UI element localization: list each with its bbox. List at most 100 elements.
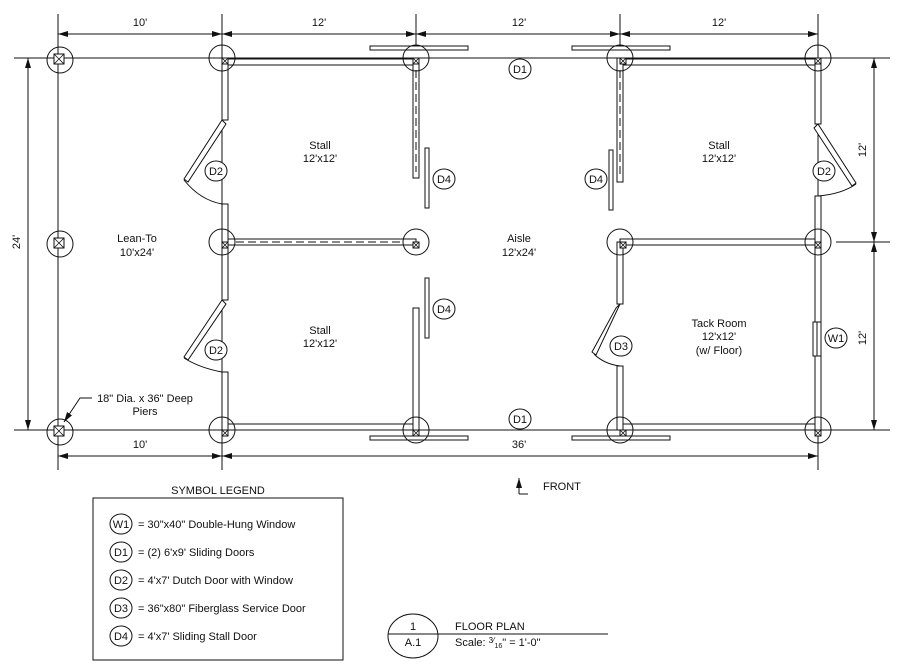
front-label: FRONT (543, 481, 581, 493)
legend-text: = (2) 6'x9' Sliding Doors (138, 547, 255, 559)
stall-size: 12'x12' (702, 153, 736, 165)
tag-w1: W1 (824, 327, 848, 349)
tag-d2: D2 (204, 160, 228, 182)
dim-bottom-2: 36' (512, 439, 526, 451)
legend-text: = 30"x40" Double-Hung Window (138, 519, 295, 531)
tag-d4: D4 (432, 168, 456, 190)
legend-tag: W1 (113, 519, 130, 531)
pier (606, 416, 634, 444)
tack-room-size: 12'x12' (702, 331, 736, 343)
pier (208, 416, 236, 444)
dimension-labels: 10' 12' 12' 12' 10' 36' 24' 12' 12' (11, 17, 869, 451)
walls (221, 57, 822, 431)
lean-to-outline (57, 57, 206, 431)
piers-note-line1: 18" Dia. x 36" Deep (97, 393, 193, 405)
svg-text:D2: D2 (209, 166, 223, 178)
pier (402, 228, 430, 256)
tag-d2: D2 (204, 339, 228, 361)
svg-text:D2: D2 (209, 345, 223, 357)
service-door-d3 (591, 303, 621, 367)
tag-circle-icon (109, 541, 133, 563)
pier (208, 44, 236, 72)
drawing-title: FLOOR PLAN (455, 621, 525, 633)
symbol-legend: SYMBOL LEGEND W1 = 30"x40" Double-Hung Wi… (92, 485, 344, 661)
sliding-door-panel (571, 435, 671, 441)
legend-item: D1 = (2) 6'x9' Sliding Doors (109, 541, 255, 563)
stall-door-panel (608, 149, 614, 211)
dim-top-1: 10' (133, 17, 147, 29)
piers (46, 44, 832, 446)
legend-item: D3= 36"x80" Fiberglass Service Door (109, 597, 306, 619)
legend-tag: D2 (114, 575, 128, 587)
dutch-door-d2-upper (183, 119, 227, 205)
pier (804, 44, 832, 72)
piers-note-line2: Piers (132, 406, 158, 418)
legend-text: = 4'x7' Sliding Stall Door (138, 631, 257, 643)
pier (402, 44, 430, 72)
sliding-door-panel (369, 435, 469, 441)
dim-left: 24' (11, 235, 23, 249)
stall-label: Stall (309, 140, 330, 152)
tag-circle-icon (109, 513, 133, 535)
tag-circle-icon (109, 625, 133, 647)
tag-d4: D4 (432, 298, 456, 320)
legend-title: SYMBOL LEGEND (171, 485, 265, 497)
legend-tag: D1 (114, 547, 128, 559)
stall-door-panel (424, 277, 430, 339)
title-block: 1 A.1 FLOOR PLAN Scale: 3⁄16" = 1'-0" (387, 613, 608, 659)
dim-right-1: 12' (857, 143, 869, 157)
tag-d1: D1 (508, 408, 532, 430)
pier (606, 44, 634, 72)
stall-size: 12'x12' (303, 153, 337, 165)
tack-room-note: (w/ Floor) (696, 345, 742, 357)
stall-label: Stall (708, 140, 729, 152)
stall-label: Stall (309, 325, 330, 337)
svg-text:D2: D2 (817, 166, 831, 178)
drawing-scale: Scale: 3⁄16" = 1'-0" (455, 636, 541, 650)
piers-note: 18" Dia. x 36" Deep Piers (63, 393, 193, 423)
svg-text:D4: D4 (437, 174, 451, 186)
tag-d4: D4 (584, 168, 608, 190)
stall-door-panel (424, 147, 430, 209)
legend-item: D4 = 4'x7' Sliding Stall Door (109, 625, 257, 647)
pier (46, 230, 74, 258)
sheet-number: A.1 (405, 637, 422, 649)
sliding-door-panel (369, 45, 469, 51)
doors (183, 45, 857, 441)
aisle-size: 12'x24' (502, 247, 536, 259)
door-tags: D1 D1 D2 D2 D2 D3 D4 D4 D4 W1 (204, 58, 848, 430)
aisle-label: Aisle (507, 233, 531, 245)
drawing-number: 1 (410, 621, 416, 633)
tag-circle-icon (109, 597, 133, 619)
tag-d2: D2 (812, 160, 836, 182)
dim-right-2: 12' (857, 331, 869, 345)
dim-top-2: 12' (312, 17, 326, 29)
legend-item: D2 = 4'x7' Dutch Door with Window (109, 569, 293, 591)
svg-text:W1: W1 (828, 333, 845, 345)
svg-text:D4: D4 (589, 174, 603, 186)
dutch-door-d2-right (813, 123, 857, 197)
pier (606, 228, 634, 256)
room-labels: Lean-To 10'x24' Stall 12'x12' Stall 12'x… (117, 140, 746, 357)
svg-text:D1: D1 (513, 64, 527, 76)
pier (402, 416, 430, 444)
legend-tag: D4 (114, 631, 128, 643)
sliding-door-panel (571, 45, 671, 51)
pier (804, 416, 832, 444)
pier (46, 418, 74, 446)
tag-circle-icon (109, 569, 133, 591)
svg-text:D1: D1 (513, 414, 527, 426)
svg-text:D3: D3 (614, 341, 628, 353)
legend-item: W1 = 30"x40" Double-Hung Window (109, 513, 295, 535)
lean-to-label: Lean-To (117, 233, 157, 245)
tag-d3: D3 (609, 335, 633, 357)
dimension-lines (25, 31, 877, 459)
stall-size: 12'x12' (303, 338, 337, 350)
dim-bottom-1: 10' (133, 439, 147, 451)
pier (804, 228, 832, 256)
legend-text: = 4'x7' Dutch Door with Window (138, 575, 293, 587)
dutch-door-d2-lower (183, 299, 227, 373)
lean-to-size: 10'x24' (120, 247, 154, 259)
legend-text: = 36"x80" Fiberglass Service Door (138, 603, 306, 615)
